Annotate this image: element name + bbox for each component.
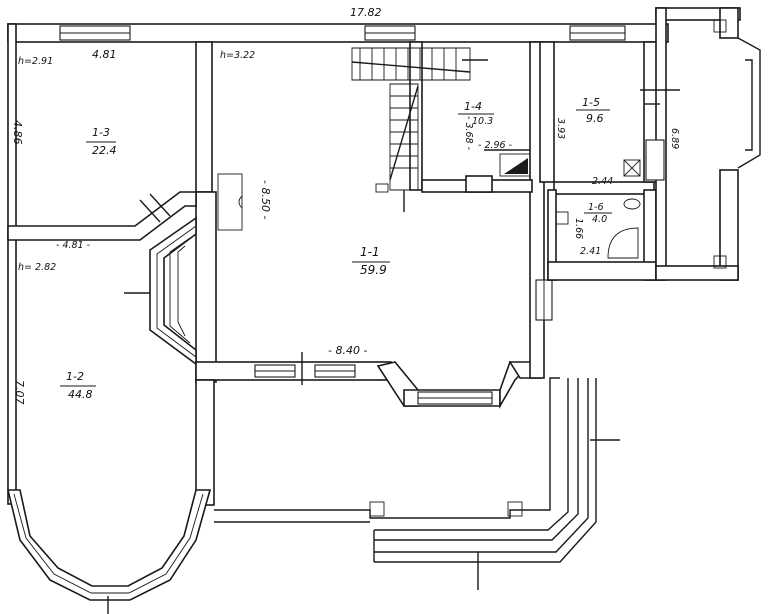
room-1-3-width-top: 4.81 xyxy=(92,48,117,61)
room-1-1-depth: - 8.50 - xyxy=(259,180,272,219)
room-1-3-depth: 4.86 xyxy=(11,120,24,145)
room-1-4-depth: - 3.68 - xyxy=(463,116,474,151)
room-1-4-area: 10.3 xyxy=(472,116,493,127)
exterior-walls xyxy=(7,7,761,505)
room-1-5-depth-left: 3.93 xyxy=(555,118,566,139)
room-1-2-height: h= 2.82 xyxy=(18,262,56,273)
room-1-2-area: 44.8 xyxy=(68,388,93,401)
room-1-3-width-bottom: - 4.81 - xyxy=(56,240,91,251)
room-1-2-id: 1-2 xyxy=(66,370,84,383)
room-1-3-id: 1-3 xyxy=(92,126,110,139)
staircase xyxy=(351,47,488,212)
room-1-6-area: 4.0 xyxy=(592,214,607,225)
room-1-1-width: - 8.40 - xyxy=(328,344,367,357)
room-1-6-width-top: 2.44 xyxy=(592,176,613,187)
terrace xyxy=(195,377,620,590)
bay-window-1-2 xyxy=(6,489,212,614)
labels: 17.82 h=2.91 4.81 1-3 22.4 4.86 - 4.81 -… xyxy=(11,6,680,405)
room-1-3-height: h=2.91 xyxy=(18,56,53,67)
room-1-1-id: 1-1 xyxy=(360,245,380,259)
room-1-3-area: 22.4 xyxy=(92,144,117,157)
fixtures xyxy=(217,89,680,259)
room-1-1-area: 59.9 xyxy=(360,263,387,277)
room-1-5-depth-right: 6.89 xyxy=(669,128,680,149)
room-1-4-id: 1-4 xyxy=(464,100,482,113)
room-1-5-area: 9.6 xyxy=(586,112,604,125)
room-1-2-depth: 7.07 xyxy=(13,380,26,405)
room-1-6-id: 1-6 xyxy=(588,202,604,213)
room-1-6-depth: 1.66 xyxy=(573,218,584,239)
room-1-4-width: - 2.96 - xyxy=(478,140,513,151)
room-1-1-height: h=3.22 xyxy=(220,50,255,61)
overall-width-label: 17.82 xyxy=(350,6,382,19)
room-1-6-width-bottom: 2.41 xyxy=(580,246,601,257)
room-1-5-id: 1-5 xyxy=(582,96,600,109)
